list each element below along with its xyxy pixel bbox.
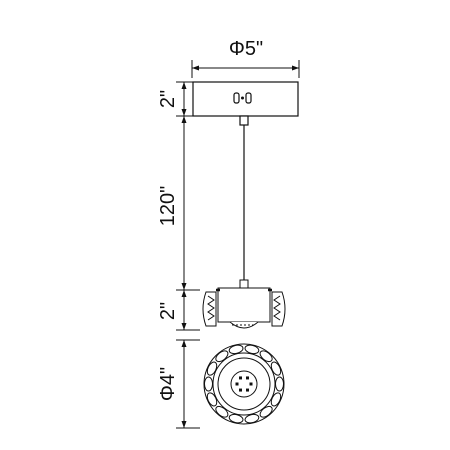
- fixture-bottom-view: [203, 343, 285, 425]
- crystal-facet: [215, 350, 229, 363]
- led-dot: [239, 388, 242, 392]
- crystal-facet: [270, 392, 282, 407]
- vertical-dimension-chain: [176, 81, 200, 429]
- crystal-facet: [275, 376, 284, 392]
- crystal-facet: [244, 344, 260, 355]
- led-dot: [246, 388, 249, 392]
- arrow-down-icon: [181, 421, 187, 428]
- led-dot: [246, 376, 249, 380]
- crystal-facet: [204, 376, 213, 392]
- screw-hole-icon: [233, 92, 240, 104]
- led-dots: [235, 376, 253, 392]
- arrow-down-icon: [181, 323, 187, 330]
- crystal-facet: [228, 413, 244, 424]
- led-dot: [249, 382, 253, 386]
- led-dot: [235, 382, 239, 386]
- crystal-facet: [270, 361, 282, 376]
- crystal-facet: [244, 413, 260, 424]
- arrow-up-icon: [181, 116, 187, 123]
- vertical-arrowheads: [181, 82, 187, 428]
- arrow-up-icon: [181, 290, 187, 297]
- crystal-facet: [259, 405, 273, 418]
- crystal-facet: [228, 344, 244, 355]
- fixture-height-label: 2": [157, 302, 179, 320]
- canopy-diameter-label: Φ5": [229, 38, 263, 60]
- crystal-facet: [206, 392, 218, 407]
- arrow-right-icon: [292, 65, 299, 71]
- arrow-down-icon: [181, 109, 187, 116]
- arrow-left-icon: [192, 65, 199, 71]
- fixture-diameter-label: Φ4": [157, 367, 179, 401]
- screw-hole-icon: [245, 92, 252, 104]
- canopy-height-label: 2": [157, 90, 179, 108]
- crystal-facet: [206, 361, 218, 376]
- arrow-up-icon: [181, 340, 187, 347]
- fixture-side-view: [202, 279, 286, 329]
- arrow-down-icon: [181, 283, 187, 290]
- crystal-ring: [204, 344, 284, 424]
- crystal-facet: [259, 350, 273, 363]
- arrow-up-icon: [181, 82, 187, 89]
- cable-length-label: 120": [157, 186, 179, 226]
- canopy: [192, 81, 299, 126]
- led-dot: [239, 376, 242, 380]
- canopy-diameter-dimension: [191, 60, 300, 78]
- crystal-facet: [215, 405, 229, 418]
